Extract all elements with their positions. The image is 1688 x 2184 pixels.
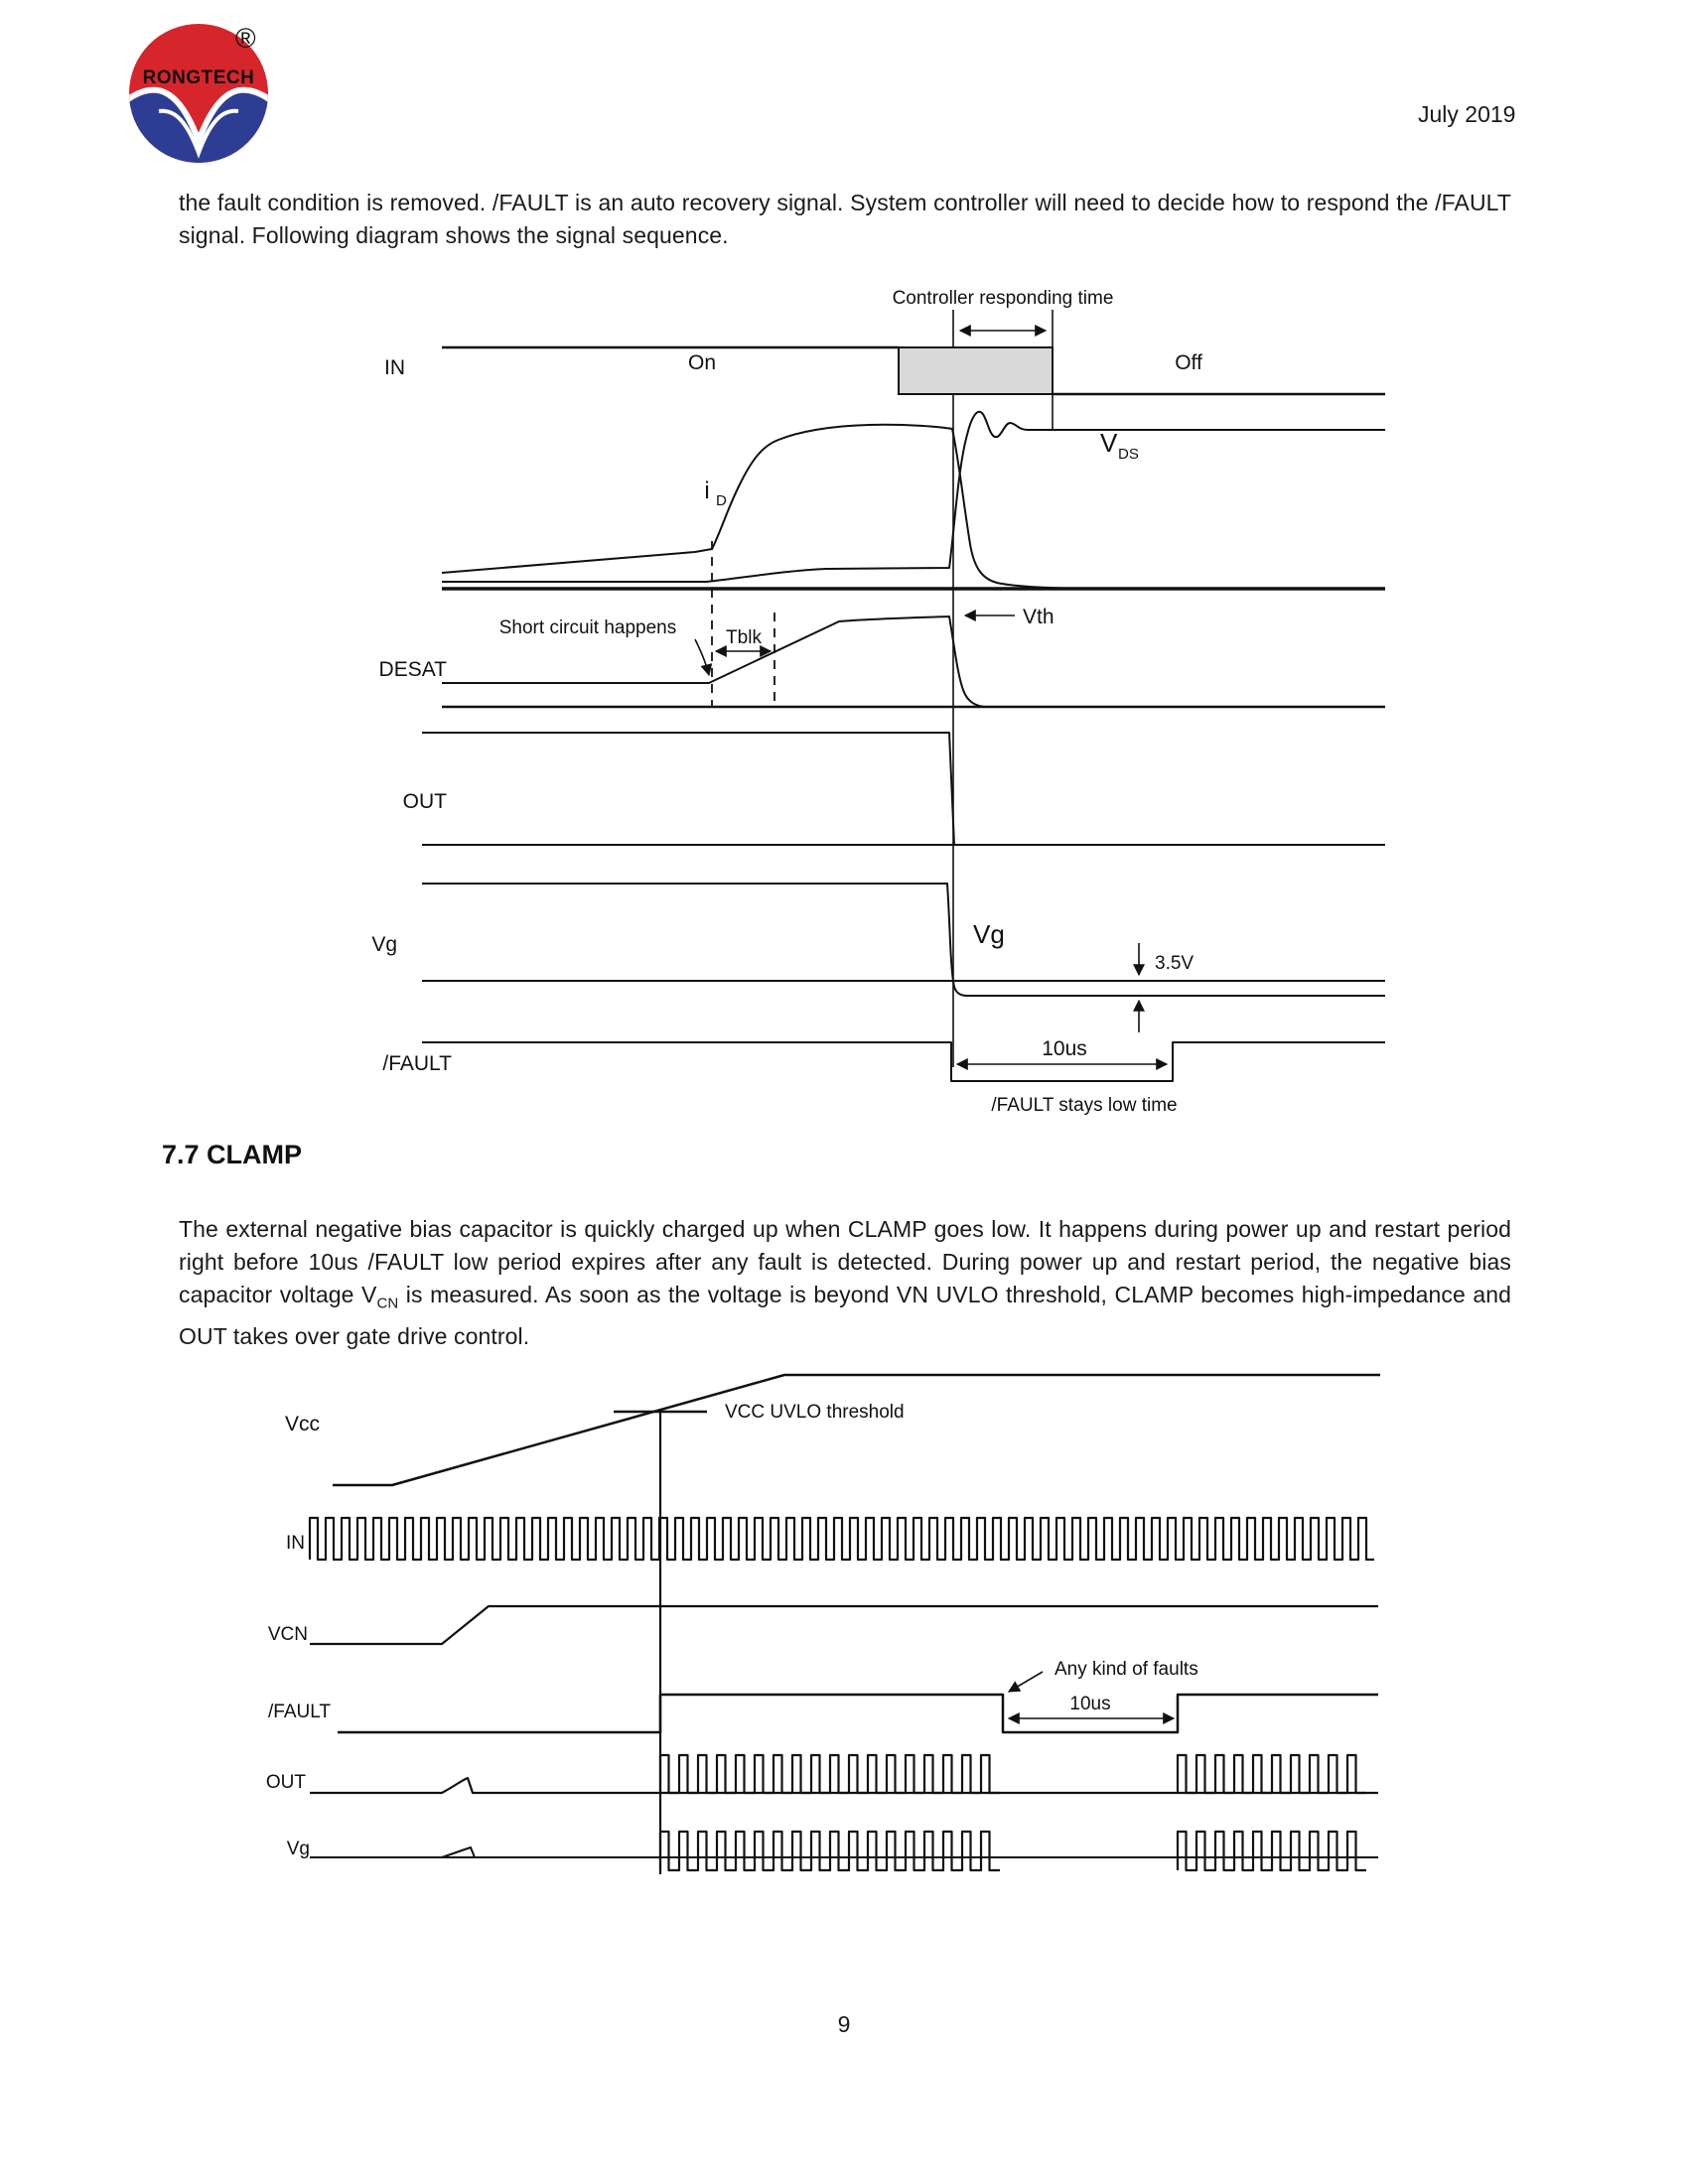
fault-10us-label: 10us (1042, 1037, 1087, 1060)
out2-pulses-b (1176, 1753, 1366, 1795)
vds-label: V (1100, 428, 1118, 458)
vg2-pulses-a (658, 1830, 1000, 1872)
vcn-curve (310, 1604, 1378, 1646)
fault2-row-label: /FAULT (268, 1702, 331, 1722)
controller-responding-time-label: Controller responding time (893, 288, 1114, 309)
id-curve (441, 423, 1083, 590)
vcc-row-label: Vcc (285, 1413, 320, 1435)
vcn-subscript: CN (376, 1295, 399, 1312)
vg-row-label: Vg (371, 933, 397, 956)
out-high-segment (422, 732, 955, 846)
header-date: July 2019 (1418, 101, 1516, 127)
in2-row-label: IN (286, 1533, 305, 1554)
vg2-row-label: Vg (287, 1839, 310, 1859)
v35-label: 3.5V (1155, 953, 1194, 974)
any-faults-label: Any kind of faults (1055, 1659, 1198, 1680)
rongtech-logo: RONGTECH ® (129, 23, 268, 163)
in2-pulses (308, 1516, 1374, 1562)
logo-inner-v (158, 108, 239, 159)
intro-paragraph: the fault condition is removed. /FAULT i… (179, 190, 1511, 248)
out2-baseline (310, 1776, 1378, 1795)
clamp-timing-diagram: Vcc VCC UVLO threshold IN VCN /FAULT Any… (266, 1373, 1380, 1874)
short-circuit-label: Short circuit happens (499, 617, 677, 638)
vcc-curve (333, 1373, 1380, 1487)
any-faults-arrow (1007, 1671, 1044, 1693)
page-number: 9 (837, 2011, 851, 2037)
vds-label-sub: DS (1118, 446, 1139, 463)
vg-curve (422, 883, 1385, 997)
logo-wave (129, 86, 268, 150)
section-heading: 7.7 CLAMP (162, 1140, 303, 1169)
logo-text: RONGTECH (143, 68, 255, 88)
fault2-signal (338, 1693, 1378, 1734)
tblk-label: Tblk (726, 627, 762, 648)
clamp-text-before: The external negative bias capacitor is … (179, 1216, 1511, 1307)
vg2-startup-blip (441, 1846, 476, 1858)
out2-pulses-a (658, 1753, 1000, 1795)
vth-label: Vth (1023, 606, 1055, 628)
fault-sequence-diagram: IN Controller responding time On Off i D… (371, 288, 1385, 1116)
fault-stays-low-label: /FAULT stays low time (991, 1095, 1177, 1116)
in-row-label: IN (384, 356, 405, 379)
desat-curve (442, 615, 986, 708)
off-label: Off (1175, 351, 1202, 374)
vds-curve (442, 410, 1385, 583)
id-label-sub: D (716, 492, 727, 509)
vcn-row-label: VCN (268, 1624, 308, 1645)
uvlo-threshold-label: VCC UVLO threshold (725, 1402, 905, 1423)
clamp-paragraph: The external negative bias capacitor is … (179, 1213, 1511, 1353)
on-label: On (688, 351, 716, 374)
out2-row-label: OUT (266, 1772, 307, 1793)
fault-row-label: /FAULT (382, 1052, 452, 1075)
controller-response-box (898, 346, 1054, 395)
vg2-pulses-b (1176, 1830, 1366, 1872)
short-circuit-arrow (694, 638, 713, 677)
registered-mark-icon: ® (235, 23, 256, 54)
fault2-10us-label: 10us (1069, 1694, 1110, 1714)
clamp-text-after: is measured. As soon as the voltage is b… (179, 1282, 1511, 1349)
id-label: i (704, 478, 709, 504)
vg-label-2: Vg (973, 919, 1005, 949)
out-row-label: OUT (403, 790, 448, 813)
fault-signal (422, 1041, 1385, 1082)
desat-row-label: DESAT (379, 658, 448, 681)
